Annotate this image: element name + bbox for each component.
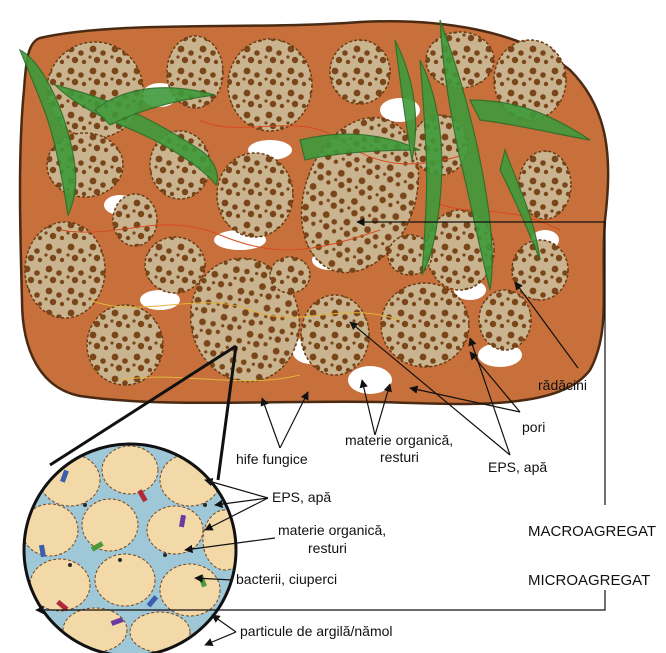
label-materie-organica-1: materie organică,	[345, 432, 453, 448]
label-pori: pori	[522, 419, 545, 435]
label-bacterii: bacterii, ciuperci	[236, 571, 337, 587]
label-hife-fungice: hife fungice	[236, 451, 308, 467]
label-eps-apa-2: EPS, apă	[272, 489, 331, 505]
label-resturi-1: resturi	[380, 449, 419, 465]
label-radacini: rădăcini	[538, 377, 587, 393]
label-macroagregat: MACROAGREGAT	[528, 523, 656, 540]
microaggregate-zoom	[22, 444, 247, 653]
label-resturi-2: resturi	[308, 540, 347, 556]
label-microagregat: MICROAGREGAT	[528, 572, 650, 589]
label-particule: particule de argilă/nămol	[240, 623, 393, 639]
label-eps-apa-1: EPS, apă	[488, 459, 547, 475]
label-materie-organica-2: materie organică,	[278, 522, 386, 538]
